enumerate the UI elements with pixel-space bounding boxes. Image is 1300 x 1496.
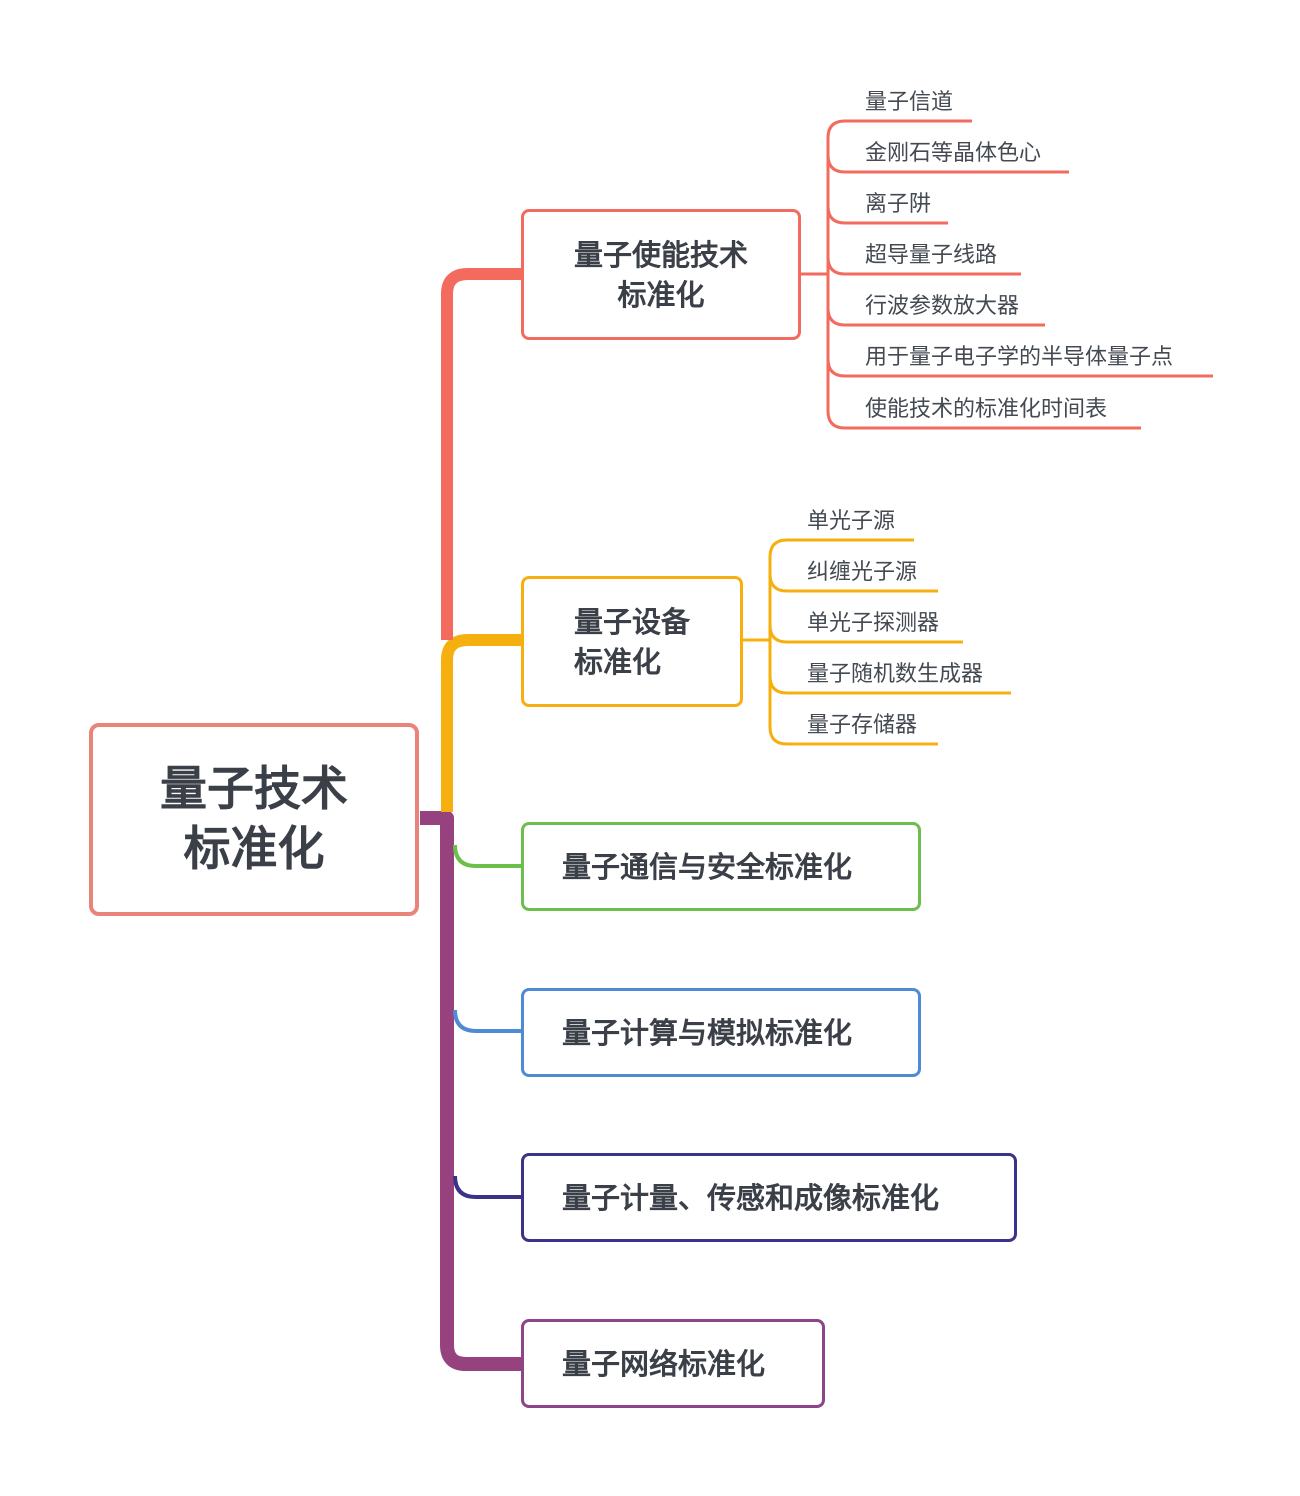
enabling-tech-connectors — [800, 119, 1213, 430]
connector-communication — [453, 844, 522, 868]
connector-metrology — [453, 1175, 522, 1199]
leaf-semiconductor-quantum-dots[interactable]: 用于量子电子学的半导体量子点 — [865, 345, 1174, 370]
branch-label-line1: 量子使能技术 — [573, 237, 748, 272]
devices-connectors — [742, 538, 1011, 746]
leaf-entangled-photon-source[interactable]: 纠缠光子源 — [807, 560, 918, 585]
trunk-lower — [420, 811, 522, 1371]
trunk-upper — [441, 268, 522, 640]
branch-networks[interactable]: 量子网络标准化 — [521, 1319, 825, 1408]
branch-label-line2: 标准化 — [617, 277, 705, 312]
branch-communication-security[interactable]: 量子通信与安全标准化 — [521, 822, 921, 911]
root-node[interactable]: 量子技术 标准化 — [89, 723, 419, 916]
branch-label: 量子通信与安全标准化 — [562, 849, 853, 884]
root-title-line2: 标准化 — [183, 821, 325, 877]
branch-label: 量子计量、传感和成像标准化 — [562, 1180, 940, 1215]
branch-computing-simulation[interactable]: 量子计算与模拟标准化 — [521, 988, 921, 1077]
leaf-single-photon-source[interactable]: 单光子源 — [807, 509, 896, 534]
branch-label: 量子网络标准化 — [562, 1346, 766, 1381]
leaf-traveling-wave-amplifier[interactable]: 行波参数放大器 — [865, 294, 1020, 319]
branch-metrology-sensing-imaging[interactable]: 量子计量、传感和成像标准化 — [521, 1153, 1017, 1242]
branch-label-line1: 量子设备 — [573, 604, 690, 639]
leaf-diamond-color-centers[interactable]: 金刚石等晶体色心 — [865, 141, 1042, 166]
branch-devices[interactable]: 量子设备 标准化 — [521, 576, 743, 707]
leaf-ion-trap[interactable]: 离子阱 — [865, 192, 932, 217]
leaf-single-photon-detector[interactable]: 单光子探测器 — [807, 611, 940, 636]
connector-computing — [453, 1009, 522, 1033]
leaf-superconducting-circuits[interactable]: 超导量子线路 — [865, 243, 998, 268]
leaf-enabling-tech-timeline[interactable]: 使能技术的标准化时间表 — [865, 397, 1108, 422]
trunk-mid — [441, 634, 522, 812]
root-title-line1: 量子技术 — [160, 761, 348, 817]
leaf-quantum-memory[interactable]: 量子存储器 — [807, 713, 918, 738]
leaf-quantum-channel[interactable]: 量子信道 — [865, 90, 954, 115]
branch-label: 量子计算与模拟标准化 — [562, 1015, 853, 1050]
leaf-quantum-rng[interactable]: 量子随机数生成器 — [807, 662, 984, 687]
branch-enabling-tech[interactable]: 量子使能技术 标准化 — [521, 209, 801, 340]
branch-label-line2: 标准化 — [573, 644, 661, 679]
